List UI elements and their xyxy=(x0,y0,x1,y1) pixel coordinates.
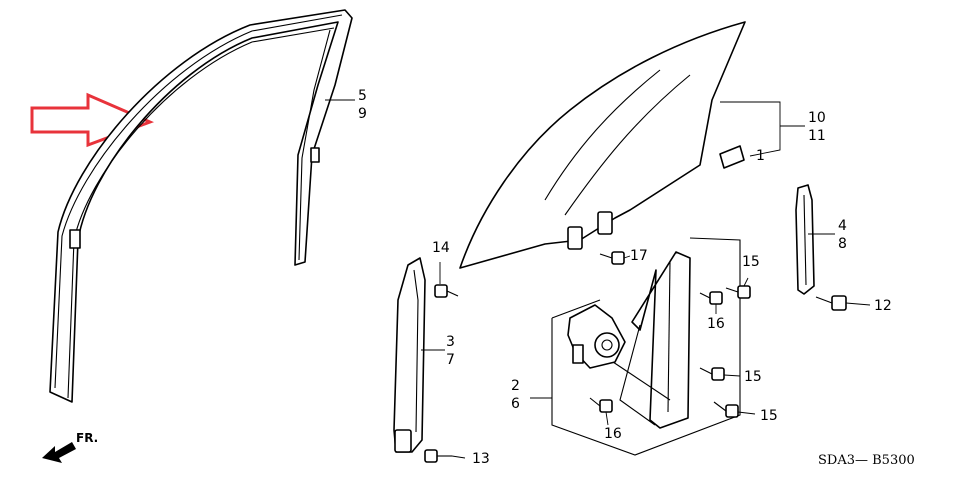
callout-5: 5 xyxy=(358,88,367,104)
regulator-assembly xyxy=(551,237,741,456)
rear-channel xyxy=(393,257,426,453)
callout-16-top: 16 xyxy=(707,316,725,332)
callout-10: 10 xyxy=(808,110,826,126)
callout-1: 1 xyxy=(756,148,765,164)
callout-16-bottom: 16 xyxy=(604,426,622,442)
callout-15-middle: 15 xyxy=(744,369,762,385)
glass-sticker xyxy=(719,145,745,169)
callout-13: 13 xyxy=(472,451,490,467)
callout-8: 8 xyxy=(838,236,847,252)
bolt-13 xyxy=(424,449,452,463)
callout-3: 3 xyxy=(446,334,455,350)
callout-6: 6 xyxy=(511,396,520,412)
callout-9: 9 xyxy=(358,106,367,122)
callout-4: 4 xyxy=(838,218,847,234)
callout-12: 12 xyxy=(874,298,892,314)
door-glass xyxy=(459,21,746,269)
callout-11: 11 xyxy=(808,128,826,144)
callout-15-lower: 15 xyxy=(760,408,778,424)
bolt-15-lower xyxy=(713,401,739,418)
bolt-16-lower xyxy=(589,397,613,413)
front-direction-arrow-icon: FR. xyxy=(42,431,98,463)
bolt-14 xyxy=(434,284,459,298)
bolt-12 xyxy=(815,295,847,311)
bolt-15-middle xyxy=(699,367,725,381)
bolt-15-upper xyxy=(725,285,751,299)
callout-7: 7 xyxy=(446,352,455,368)
callout-17: 17 xyxy=(630,248,648,264)
front-channel xyxy=(795,184,815,295)
bolt-16-upper xyxy=(699,291,723,305)
callout-2: 2 xyxy=(511,378,520,394)
leader-lines xyxy=(325,99,871,459)
diagram-code: SDA3— B5300 xyxy=(818,453,915,468)
bolt-17 xyxy=(599,251,625,265)
callout-14: 14 xyxy=(432,240,450,256)
run-channel xyxy=(49,9,353,403)
direction-label: FR. xyxy=(76,431,98,445)
callout-15-top: 15 xyxy=(742,254,760,270)
